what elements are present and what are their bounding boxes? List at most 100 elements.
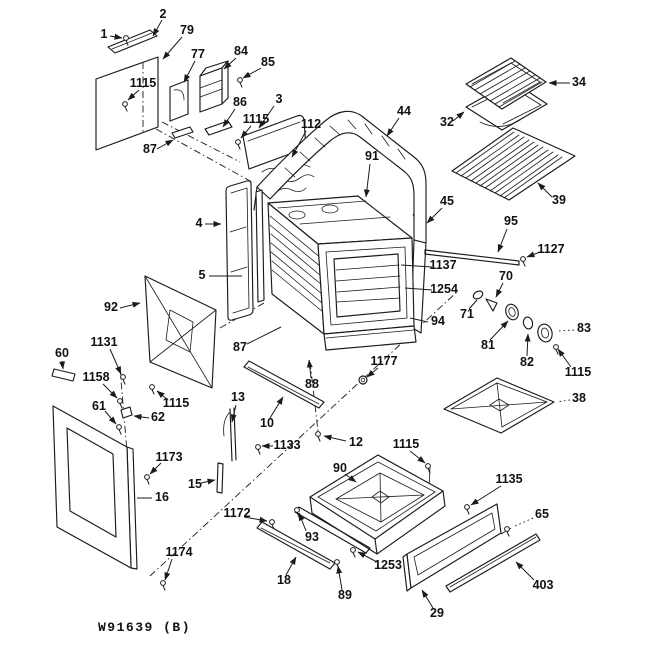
oven-door-group <box>51 368 237 570</box>
drawer-front-29 <box>402 503 502 592</box>
bracket-87 <box>171 126 194 139</box>
oven-opening <box>333 253 401 318</box>
callout-labels: 1 2 79 77 84 85 1115 86 3 1115 112 87 44… <box>55 7 591 620</box>
vent-hole <box>288 210 306 220</box>
callout-1174: 1174 <box>165 545 192 559</box>
callout-65: 65 <box>535 507 549 521</box>
callout-84: 84 <box>234 44 248 58</box>
callout-1115-2: 1115 <box>243 112 269 126</box>
fasteners <box>116 35 559 591</box>
callout-61: 61 <box>92 399 106 413</box>
ring-81 <box>505 303 519 321</box>
callout-1177: 1177 <box>370 354 397 368</box>
top-trim-strip <box>107 29 158 54</box>
oven-rack-39 <box>451 127 576 201</box>
callout-5: 5 <box>199 268 206 282</box>
broiler-and-rack <box>451 57 576 201</box>
vent-hole <box>321 204 339 214</box>
callout-1131: 1131 <box>90 335 117 349</box>
callout-83: 83 <box>577 321 591 335</box>
callout-1173: 1173 <box>155 450 182 464</box>
callout-15: 15 <box>188 477 202 491</box>
rod-and-valve-parts <box>424 249 553 343</box>
callout-77: 77 <box>191 47 205 61</box>
callout-18: 18 <box>277 573 291 587</box>
bracket-86 <box>204 120 233 136</box>
callout-62: 62 <box>151 410 165 424</box>
callout-92: 92 <box>104 300 118 314</box>
callout-10: 10 <box>260 416 274 430</box>
timer-block-84 <box>199 60 229 113</box>
callout-70: 70 <box>499 269 513 283</box>
grid-slots <box>469 60 543 108</box>
callout-4: 4 <box>196 216 203 230</box>
callout-91: 91 <box>365 149 379 163</box>
callout-1133: 1133 <box>273 438 300 452</box>
callout-12: 12 <box>349 435 363 449</box>
callout-1115-3: 1115 <box>565 365 591 379</box>
callout-87: 87 <box>143 142 157 156</box>
callout-1115-5: 1115 <box>393 437 419 451</box>
callout-1158: 1158 <box>82 370 109 384</box>
callout-32: 32 <box>440 115 454 129</box>
rod-95 <box>424 249 520 266</box>
drawer-body-90 <box>309 454 446 555</box>
callout-1253: 1253 <box>374 558 402 572</box>
callout-1137: 1137 <box>429 258 456 272</box>
callout-403: 403 <box>533 578 554 592</box>
drawer-group <box>256 454 541 593</box>
callout-1115: 1115 <box>130 76 156 90</box>
callout-13: 13 <box>231 390 245 404</box>
ring-83 <box>537 323 553 343</box>
strip-15 <box>216 462 224 494</box>
leader-lines <box>59 19 575 609</box>
callout-79: 79 <box>180 23 194 37</box>
callout-90: 90 <box>333 461 347 475</box>
callout-1135: 1135 <box>495 472 522 486</box>
door-window <box>66 427 117 538</box>
heat-shield-92 <box>144 275 217 389</box>
side-trim-4 <box>225 180 254 321</box>
hinge-block-62 <box>120 406 133 419</box>
panels-and-pans <box>144 275 555 434</box>
callout-45: 45 <box>440 194 454 208</box>
backsplash-parts <box>95 29 233 151</box>
callout-2: 2 <box>160 7 167 21</box>
callout-85: 85 <box>261 55 275 69</box>
callout-39: 39 <box>552 193 566 207</box>
callout-16: 16 <box>155 490 169 504</box>
part-82 <box>522 316 534 330</box>
callout-81: 81 <box>481 338 495 352</box>
drawing-code: W91639 (B) <box>98 620 191 635</box>
callout-71: 71 <box>460 307 474 321</box>
callout-3: 3 <box>276 92 283 106</box>
insulation-hatch <box>284 119 406 178</box>
side-panel-5 <box>255 189 265 303</box>
callout-112: 112 <box>301 117 321 131</box>
callout-95: 95 <box>504 214 518 228</box>
callout-1115-4: 1115 <box>163 396 189 410</box>
part-70 <box>485 298 498 312</box>
callout-38: 38 <box>572 391 586 405</box>
callout-89: 89 <box>338 588 352 602</box>
callout-44: 44 <box>397 104 411 118</box>
part-71 <box>472 290 484 300</box>
callout-94: 94 <box>431 314 445 328</box>
range-body <box>225 110 427 351</box>
rack-guide-lines <box>269 215 324 313</box>
callout-87-2: 87 <box>233 340 247 354</box>
oven-rack-lines <box>335 264 401 303</box>
callout-34: 34 <box>572 75 586 89</box>
callout-1254: 1254 <box>430 282 458 296</box>
callout-82: 82 <box>520 355 534 369</box>
strip-60 <box>51 368 76 382</box>
callout-29: 29 <box>430 606 444 620</box>
callout-93: 93 <box>305 530 319 544</box>
callout-88: 88 <box>305 377 319 391</box>
callout-1127: 1127 <box>537 242 564 256</box>
callout-1172: 1172 <box>223 506 250 520</box>
grommet-1177 <box>358 375 368 385</box>
callout-86: 86 <box>233 95 247 109</box>
